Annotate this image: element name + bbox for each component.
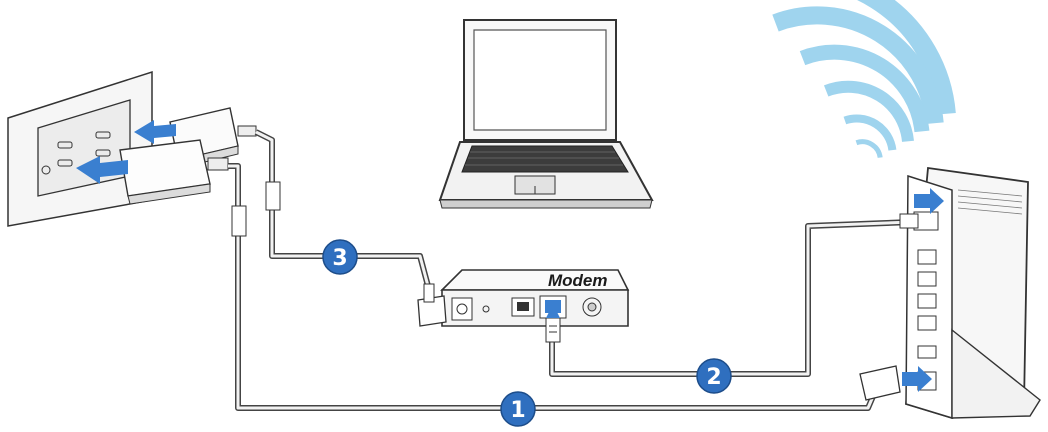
step-badge-1: 1 bbox=[500, 391, 536, 427]
plug-arrow-upper bbox=[134, 120, 176, 144]
laptop bbox=[438, 19, 654, 209]
router-lan-port-1 bbox=[917, 249, 937, 265]
router-lan-port-4 bbox=[917, 315, 937, 331]
step-number: 2 bbox=[706, 365, 721, 390]
cable-1-ferrite bbox=[231, 205, 247, 237]
modem-power-plug bbox=[417, 283, 447, 327]
step-badge-3: 3 bbox=[322, 239, 358, 275]
cable-3 bbox=[254, 129, 431, 287]
router-power-arrow bbox=[902, 366, 932, 392]
power-adapter-modem bbox=[119, 139, 229, 205]
router-lan-port-3 bbox=[917, 293, 937, 309]
router-wan-arrow bbox=[914, 188, 944, 214]
cable-1 bbox=[228, 163, 877, 411]
modem-reset-button bbox=[482, 305, 490, 313]
cable-3-ferrite bbox=[265, 181, 281, 211]
router-usb-port bbox=[917, 345, 937, 359]
plug-arrow-lower bbox=[76, 156, 128, 184]
step-badge-2: 2 bbox=[696, 358, 732, 394]
modem: Modem bbox=[440, 269, 630, 327]
cable-2 bbox=[549, 219, 913, 377]
router-power-plug bbox=[859, 365, 901, 401]
wifi-signal-waves bbox=[738, 0, 956, 159]
step-number: 3 bbox=[332, 246, 347, 271]
step-number: 1 bbox=[510, 398, 525, 423]
modem-label: Modem bbox=[548, 271, 608, 290]
router-wan-plug bbox=[899, 213, 919, 229]
modem-coax-port bbox=[582, 297, 602, 317]
modem-ethernet-plug bbox=[545, 317, 561, 343]
router-lan-port-2 bbox=[917, 271, 937, 287]
modem-port-arrow bbox=[546, 304, 560, 318]
router bbox=[905, 166, 1041, 420]
modem-power-port bbox=[451, 297, 473, 321]
